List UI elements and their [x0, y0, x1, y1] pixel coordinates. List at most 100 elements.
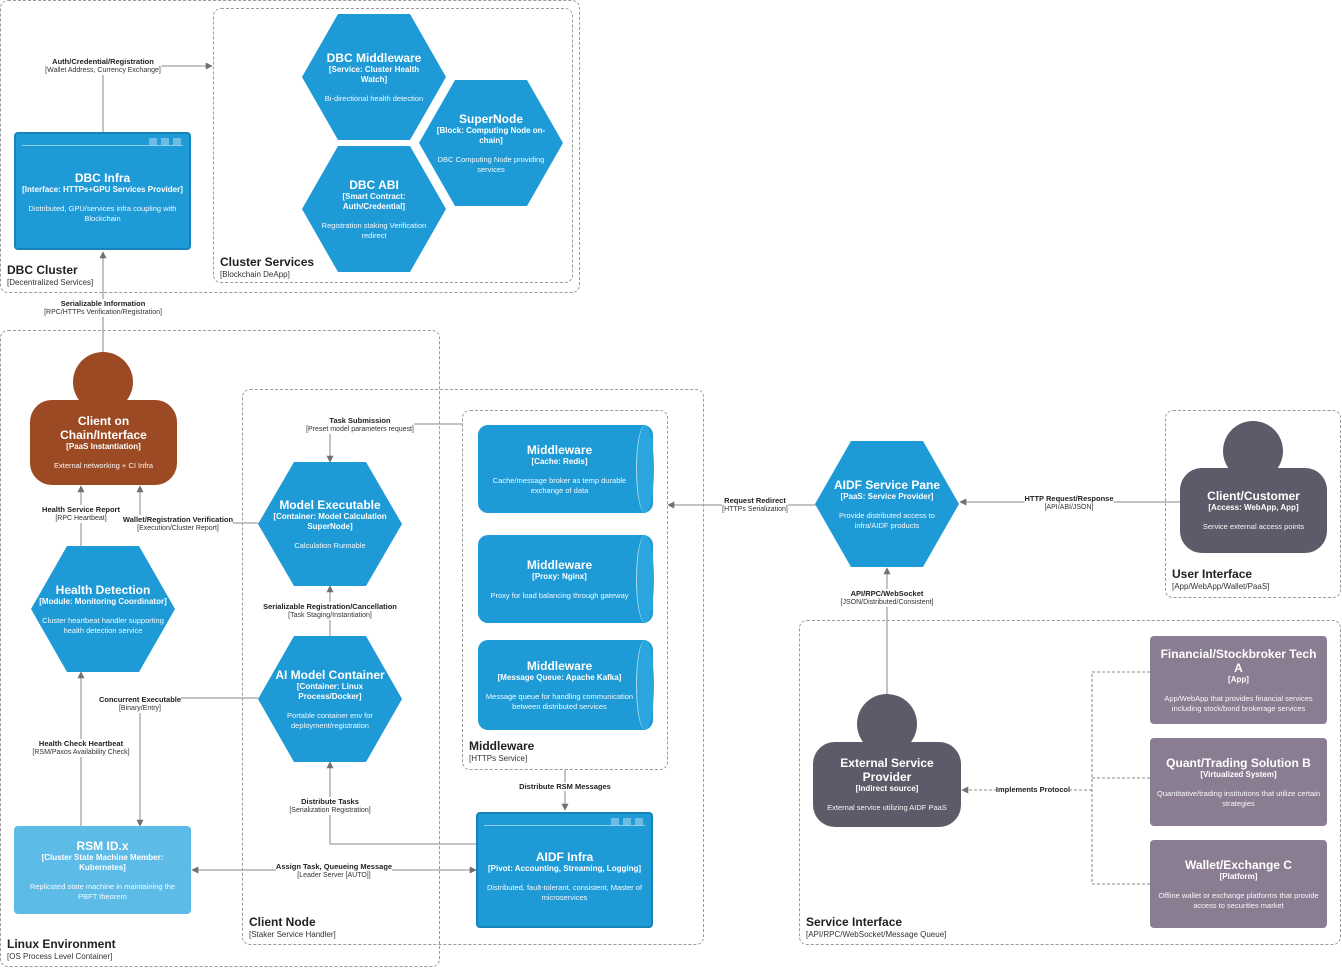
boundary-label-user-interface: User Interface [App/WebApp/Wallet/PaaS] [1172, 567, 1269, 591]
node-fin-a[interactable]: Financial/Stockbroker Tech A [App] App/W… [1150, 636, 1327, 724]
node-title: Wallet/Exchange C [1185, 857, 1292, 872]
edge-label-implements: Implements Protocol [995, 785, 1071, 794]
node-stereotype: [Access: WebApp, App] [1208, 503, 1299, 512]
edge-label-text: API/RPC/WebSocket [850, 589, 924, 598]
node-stereotype: [PaaS: Service Provider] [840, 491, 934, 501]
edge-label-request-redirect: Request Redirect [HTTPs Serialization] [722, 496, 788, 514]
edge-label-api-rpc: API/RPC/WebSocket [JSON/Distributed/Cons… [840, 589, 934, 607]
node-quant-b[interactable]: Quant/Trading Solution B [Virtualized Sy… [1150, 738, 1327, 826]
edge-label-tech: [RPC Heartbeat] [55, 515, 107, 522]
node-stereotype: [Container: Model Calculation SuperNode] [273, 511, 387, 531]
boundary-client-node [242, 389, 704, 945]
edge-label-tech: [Preset model parameters request] [306, 426, 414, 433]
cylinder-cap-icon [636, 535, 654, 623]
node-stereotype: [Container: Linux Process/Docker] [296, 681, 364, 701]
node-client-customer[interactable]: Client/Customer [Access: WebApp, App] Se… [1180, 468, 1327, 553]
edge-label-text: Task Submission [329, 416, 391, 425]
edge-label-tech: [Serialization Registration] [289, 807, 371, 814]
node-rsm[interactable]: RSM ID.x [Cluster State Machine Member: … [14, 826, 191, 914]
edge-label-text: Concurrent Executable [98, 695, 182, 704]
node-title: AI Model Container [275, 667, 385, 682]
node-description: Offline wallet or exchange platforms tha… [1158, 890, 1319, 910]
node-wallet-c[interactable]: Wallet/Exchange C [Platform] Offline wal… [1150, 840, 1327, 928]
node-stereotype: [Cache: Redis] [531, 456, 588, 466]
node-title: Client/Customer [1207, 489, 1300, 503]
node-aidf-pane[interactable]: AIDF Service Pane [PaaS: Service Provide… [815, 441, 959, 567]
boundary-title: Cluster Services [220, 255, 315, 269]
node-description: App/WebApp that provides financial servi… [1164, 693, 1313, 713]
node-health-detection[interactable]: Health Detection [Module: Monitoring Coo… [31, 546, 175, 672]
node-mw-kafka[interactable]: Middleware [Message Queue: Apache Kafka]… [478, 640, 653, 730]
node-title: Client on Chain/Interface [60, 414, 147, 442]
node-description: Distributed, fault-tolerant, consistent,… [486, 882, 643, 902]
edge-label-tech: [JSON/Distributed/Consistent] [840, 599, 934, 606]
window-button [611, 818, 619, 825]
edge-label-tech: [HTTPs Serialization] [722, 506, 788, 513]
node-ai-container[interactable]: AI Model Container [Container: Linux Pro… [258, 636, 402, 762]
edge-label-text: Implements Protocol [995, 785, 1071, 794]
node-title: SuperNode [458, 111, 523, 126]
node-title: Quant/Trading Solution B [1166, 755, 1311, 770]
node-aidf-infra[interactable]: AIDF Infra [Pivot: Accounting, Streaming… [476, 812, 653, 928]
node-stereotype: [Indirect source] [855, 784, 919, 793]
window-bar [22, 139, 183, 146]
node-stereotype: [App] [1228, 674, 1249, 684]
edge-label-text: Distribute Tasks [301, 797, 359, 806]
node-description: External service utilizing AIDF PaaS [827, 803, 947, 812]
node-title: External Service Provider [840, 756, 934, 784]
edge-label-text: Auth/Credential/Registration [52, 57, 154, 66]
boundary-title: DBC Cluster [7, 263, 78, 277]
node-mw-redis[interactable]: Middleware [Cache: Redis] Cache/message … [478, 425, 653, 513]
edge-label-tech: [Wallet Address, Currency Exchange] [45, 67, 161, 74]
node-description: Portable container env for deployment/re… [287, 710, 373, 730]
node-title: DBC Infra [74, 170, 131, 185]
edge-label-heartbeat: Health Check Heartbeat [RSM/Paxos Availa… [32, 739, 130, 757]
edge-label-text: Serializable Information [60, 299, 146, 308]
edge-distribute-tasks [326, 761, 476, 845]
node-client-chain[interactable]: Client on Chain/Interface [PaaS Instanti… [30, 400, 177, 485]
edge-label-serial-reg: Serializable Registration/Cancellation [… [263, 602, 397, 620]
edge-label-text: Assign Task, Queueing Message [275, 862, 393, 871]
edge-label-serializable-info: Serializable Information [RPC/HTTPs Veri… [44, 299, 162, 317]
edge-label-tech: [RSM/Paxos Availability Check] [32, 749, 130, 756]
window-bar [484, 819, 645, 826]
window-button [623, 818, 631, 825]
node-dbc-infra[interactable]: DBC Infra [Interface: HTTPs+GPU Services… [14, 132, 191, 250]
edge-label-tech: [Leader Server [AUTO]] [297, 872, 371, 879]
node-description: DBC Computing Node providing services [437, 154, 545, 174]
edge-label-tech: [Binary/Entry] [118, 705, 162, 712]
boundary-title: User Interface [1172, 567, 1253, 581]
node-description: Distributed, GPU/services infra coupling… [28, 203, 177, 223]
node-title: AIDF Infra [535, 849, 594, 864]
node-description: Provide distributed access to infra/AIDF… [839, 510, 935, 530]
node-supernode[interactable]: SuperNode [Block: Computing Node on-chai… [419, 80, 563, 206]
boundary-subtitle: [Staker Service Handler] [249, 930, 336, 939]
node-description: External networking + CI Infra [53, 461, 153, 470]
node-stereotype: [Cluster State Machine Member: Kubernete… [41, 852, 164, 872]
edge-label-text: Health Service Report [42, 505, 120, 514]
boundary-subtitle: [OS Process Level Container] [7, 952, 113, 961]
node-description: Service external access points [1202, 522, 1305, 531]
node-ext-provider[interactable]: External Service Provider [Indirect sour… [813, 742, 961, 827]
boundary-middleware [462, 410, 668, 770]
boundary-user-interface [1165, 410, 1341, 598]
edge-label-auth: Auth/Credential/Registration [Wallet Add… [45, 57, 161, 75]
node-mw-nginx[interactable]: Middleware [Proxy: Nginx] Proxy for load… [478, 535, 653, 623]
node-description: Calculation Runnable [294, 540, 366, 550]
boundary-label-middleware: Middleware [HTTPs Service] [469, 739, 534, 763]
boundary-subtitle: [App/WebApp/Wallet/PaaS] [1172, 582, 1270, 591]
boundary-label-service-interface: Service Interface [API/RPC/WebSocket/Mes… [806, 915, 946, 939]
node-description: Replicated state machine in maintaining … [29, 881, 176, 901]
boundary-subtitle: [API/RPC/WebSocket/Message Queue] [806, 930, 947, 939]
node-dbc-middleware[interactable]: DBC Middleware [Service: Cluster Health … [302, 14, 446, 140]
window-button [173, 138, 181, 145]
node-dbc-abi[interactable]: DBC ABI [Smart Contract: Auth/Credential… [302, 146, 446, 272]
edge-label-text: HTTP Request/Response [1024, 494, 1114, 503]
node-description: Registration staking Verification redire… [321, 220, 427, 240]
edge-label-tech: [Execution/Cluster Report] [137, 525, 219, 532]
boundary-subtitle: [Decentralized Services] [7, 278, 94, 287]
node-description: Message queue for handling communication… [485, 691, 634, 711]
node-title: DBC Middleware [326, 50, 422, 65]
edge-label-text: Request Redirect [724, 496, 786, 505]
node-description: Bi-directional health detection [324, 93, 424, 103]
